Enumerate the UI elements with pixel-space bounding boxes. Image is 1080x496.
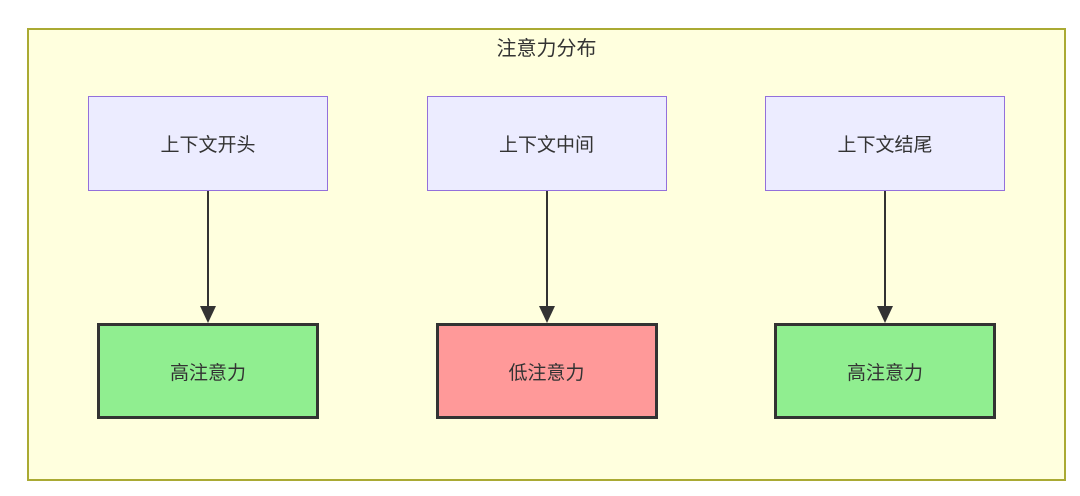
node-label: 上下文结尾 bbox=[837, 135, 933, 156]
arrow-shaft bbox=[545, 191, 548, 306]
arrow-shaft bbox=[207, 191, 209, 306]
arrow-down-icon bbox=[200, 191, 216, 323]
node-label: 上下文中间 bbox=[498, 135, 594, 156]
cluster-title: 注意力分布 bbox=[496, 38, 597, 60]
attention-distribution-cluster: 注意力分布 上下文开头 高注意力 上下文中间 bbox=[27, 28, 1066, 481]
node-label: 低注意力 bbox=[508, 362, 585, 384]
node-context-start: 上下文开头 bbox=[88, 96, 328, 191]
node-label: 高注意力 bbox=[846, 362, 923, 384]
node-low-attention: 低注意力 bbox=[435, 323, 658, 419]
node-high-attention-2: 高注意力 bbox=[774, 323, 996, 419]
arrow-head bbox=[877, 306, 893, 323]
arrow-head bbox=[538, 306, 555, 323]
node-context-end: 上下文结尾 bbox=[765, 96, 1005, 191]
arrow-head bbox=[200, 306, 216, 323]
arrow-shaft bbox=[884, 191, 886, 306]
diagram-columns: 上下文开头 高注意力 上下文中间 低注意力 bbox=[88, 96, 1005, 419]
node-context-middle: 上下文中间 bbox=[426, 96, 667, 191]
node-label: 高注意力 bbox=[169, 362, 246, 384]
column-context-middle: 上下文中间 低注意力 bbox=[426, 96, 667, 419]
arrow-down-icon bbox=[877, 191, 893, 323]
arrow-down-icon bbox=[538, 191, 555, 323]
column-context-start: 上下文开头 高注意力 bbox=[88, 96, 328, 419]
node-label: 上下文开头 bbox=[160, 135, 256, 156]
node-high-attention-1: 高注意力 bbox=[97, 323, 319, 419]
column-context-end: 上下文结尾 高注意力 bbox=[765, 96, 1005, 419]
